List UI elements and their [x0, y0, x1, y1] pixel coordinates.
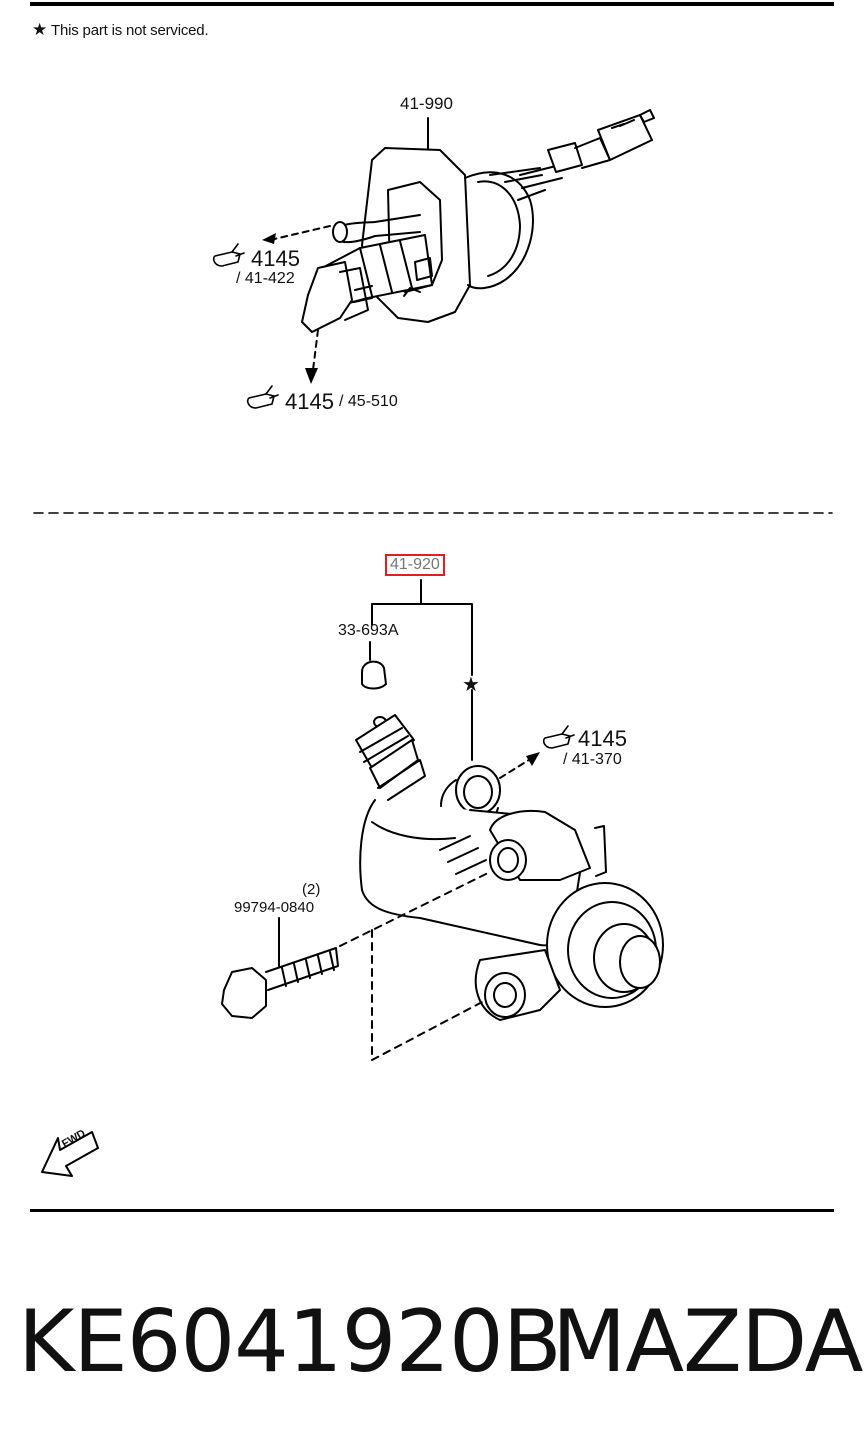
footer-brand: MAZDA [552, 1292, 863, 1392]
cap-part-number: 33-693A [338, 622, 399, 639]
bolt-part-number: 99794-0840 [234, 899, 315, 916]
fwd-arrow-icon [41, 1131, 99, 1177]
upper-ref1-number: 4145 [251, 246, 300, 271]
service-note-text: This part is not serviced. [51, 22, 209, 39]
star-icon: ★ [462, 674, 480, 696]
master-cylinder-drawing [301, 109, 655, 333]
footer-part-code: KE6041920B [18, 1292, 562, 1392]
bolt-quantity: (2) [302, 881, 321, 898]
lower-ref-sub: / 41-370 [563, 751, 622, 768]
bottom-rule [30, 1209, 834, 1212]
reference-pointer-icon [212, 243, 245, 267]
top-rule [30, 2, 834, 6]
upper-part-number: 41-990 [400, 94, 453, 113]
service-note: ★This part is not serviced. [32, 20, 209, 40]
upper-ref2-number: 4145 [285, 389, 334, 414]
reference-pointer-icon [542, 725, 575, 749]
lower-ref-number: 4145 [578, 726, 627, 751]
star-icon: ★ [32, 20, 48, 39]
upper-ref2-sub: / 45-510 [339, 393, 398, 410]
release-cylinder-drawing [355, 660, 664, 1021]
upper-ref1-sub: / 41-422 [236, 270, 295, 287]
footer: KE6041920B MAZDA [0, 1292, 864, 1392]
bolt-drawing [221, 917, 339, 1019]
reference-pointer-icon [246, 385, 279, 409]
callout-part-number[interactable]: 41-920 [385, 554, 445, 576]
